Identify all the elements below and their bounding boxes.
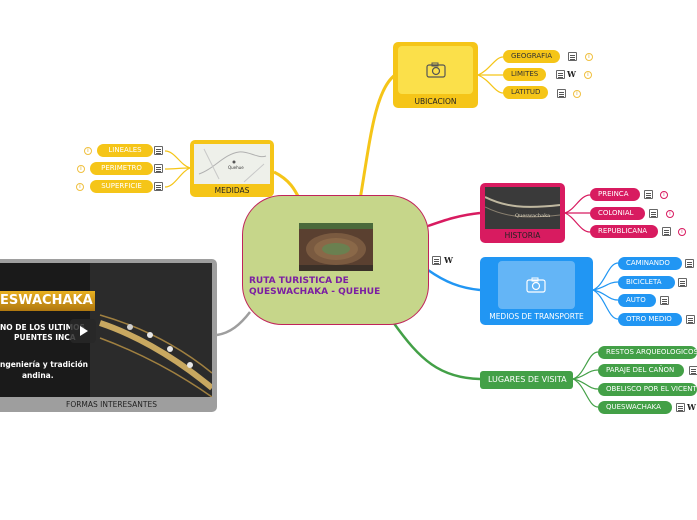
topic-lugares-de-visita[interactable]: LUGARES DE VISITA bbox=[480, 371, 573, 389]
topic-medidas[interactable]: Quehue MEDIDAS bbox=[190, 140, 274, 197]
note-icon[interactable] bbox=[432, 256, 441, 265]
medios-image-placeholder bbox=[498, 261, 575, 309]
note-icon[interactable] bbox=[154, 182, 163, 191]
topic-medios-de-transporte[interactable]: MEDIOS DE TRANSPORTE bbox=[480, 257, 593, 325]
subtopic-auto[interactable]: AUTO bbox=[618, 294, 656, 307]
play-button[interactable] bbox=[70, 319, 96, 343]
subtopic-superficie[interactable]: SUPERFICIE bbox=[90, 180, 153, 193]
note-icon[interactable] bbox=[660, 296, 669, 305]
subtopic-bicicleta[interactable]: BICICLETA bbox=[618, 276, 675, 289]
historia-image-text: Queswachaka bbox=[515, 213, 550, 219]
subtopic-paraje-del-canon[interactable]: PARAJE DEL CAÑON bbox=[598, 364, 684, 377]
central-topic[interactable]: RUTA TURISTICA DE QUESWACHAKA - QUEHUE bbox=[242, 195, 429, 325]
subtopic-restos-arqueologicos[interactable]: RESTOS ARQUEOLOGICOS bbox=[598, 346, 697, 359]
subtopic-lineales[interactable]: LINEALES bbox=[97, 144, 153, 157]
subtopic-preinca[interactable]: PREINCA bbox=[590, 188, 640, 201]
central-image bbox=[299, 223, 373, 271]
note-icon[interactable] bbox=[662, 227, 671, 236]
wiki-icon[interactable]: W bbox=[687, 403, 696, 412]
video-title: ESWACHAKA bbox=[0, 293, 93, 308]
medidas-label: MEDIDAS bbox=[190, 186, 274, 195]
topic-historia[interactable]: Queswachaka HISTORIA bbox=[480, 183, 565, 243]
info-icon[interactable]: i bbox=[573, 90, 581, 98]
info-icon[interactable]: i bbox=[584, 71, 592, 79]
camera-icon bbox=[426, 62, 446, 78]
ubicacion-image-placeholder bbox=[398, 46, 473, 94]
info-icon[interactable]: i bbox=[666, 210, 674, 218]
subtopic-limites[interactable]: LIMITES bbox=[503, 68, 546, 81]
topic-ubicacion[interactable]: UBICACION bbox=[393, 42, 478, 108]
topic-formas-interesantes[interactable]: ESWACHAKA NO DE LOS ULTIMOS PUENTES INCA… bbox=[0, 259, 217, 412]
video-thumbnail[interactable]: ESWACHAKA NO DE LOS ULTIMOS PUENTES INCA… bbox=[0, 263, 212, 397]
map-place-label: Quehue bbox=[228, 165, 244, 170]
subtopic-colonial[interactable]: COLONIAL bbox=[590, 207, 645, 220]
historia-label: HISTORIA bbox=[480, 231, 565, 240]
medios-label: MEDIOS DE TRANSPORTE bbox=[480, 312, 593, 321]
subtopic-republicana[interactable]: REPUBLICANA bbox=[590, 225, 658, 238]
ubicacion-label: UBICACION bbox=[393, 97, 478, 106]
play-icon bbox=[70, 319, 96, 343]
note-icon[interactable] bbox=[689, 366, 697, 375]
subtopic-caminando[interactable]: CAMINANDO bbox=[618, 257, 682, 270]
video-subtitle-2: PUENTES INCA bbox=[14, 333, 76, 342]
subtopic-otro-medio[interactable]: OTRO MEDIO bbox=[618, 313, 682, 326]
note-icon[interactable] bbox=[676, 403, 685, 412]
note-icon[interactable] bbox=[556, 70, 565, 79]
note-icon[interactable] bbox=[678, 278, 687, 287]
note-icon[interactable] bbox=[686, 315, 695, 324]
note-icon[interactable] bbox=[557, 89, 566, 98]
info-icon[interactable]: i bbox=[77, 165, 85, 173]
note-icon[interactable] bbox=[649, 209, 658, 218]
note-icon[interactable] bbox=[154, 164, 163, 173]
video-subtitle-3: ngeniería y tradición bbox=[0, 360, 88, 369]
historia-image: Queswachaka bbox=[485, 187, 560, 229]
subtopic-latitud[interactable]: LATITUD bbox=[503, 86, 548, 99]
info-icon[interactable]: i bbox=[585, 53, 593, 61]
formas-label: FORMAS INTERESANTES bbox=[0, 400, 225, 409]
note-icon[interactable] bbox=[154, 146, 163, 155]
camera-icon bbox=[526, 277, 546, 293]
info-icon[interactable]: i bbox=[660, 191, 668, 199]
info-icon[interactable]: i bbox=[76, 183, 84, 191]
wiki-icon[interactable]: W bbox=[444, 256, 453, 265]
note-icon[interactable] bbox=[644, 190, 653, 199]
info-icon[interactable]: i bbox=[84, 147, 92, 155]
subtopic-queswachaka[interactable]: QUESWACHAKA bbox=[598, 401, 672, 414]
info-icon[interactable]: i bbox=[678, 228, 686, 236]
note-icon[interactable] bbox=[568, 52, 577, 61]
note-icon[interactable] bbox=[685, 259, 694, 268]
subtopic-geografia[interactable]: GEOGRAFIA bbox=[503, 50, 560, 63]
medidas-map-image: Quehue bbox=[194, 144, 270, 184]
subtopic-obelisco[interactable]: OBELISCO POR EL VICENTENARIO bbox=[598, 383, 697, 396]
wiki-icon[interactable]: W bbox=[567, 70, 576, 79]
video-subtitle-4: andina. bbox=[22, 371, 54, 380]
subtopic-perimetro[interactable]: PERIMETRO bbox=[90, 162, 153, 175]
central-title: RUTA TURISTICA DE QUESWACHAKA - QUEHUE bbox=[249, 276, 409, 298]
